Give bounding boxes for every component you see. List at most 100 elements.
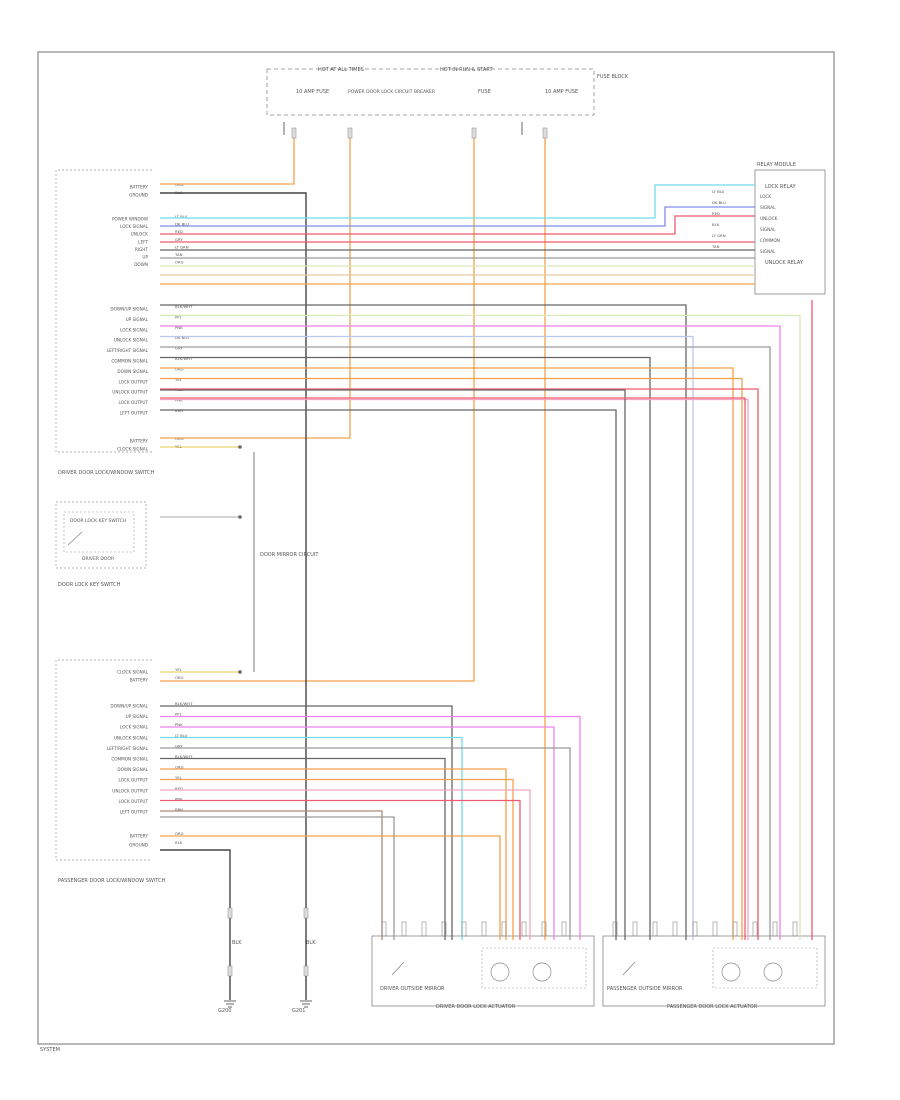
driver-pin-label: RIGHT: [135, 247, 149, 252]
fuse-panel-label-right: HOT IN RUN & START: [440, 67, 493, 73]
driver-pin-wire: LT BLU: [175, 214, 188, 219]
wire-pass-5: [160, 757, 446, 940]
passenger-pin-label: UP SIGNAL: [126, 714, 149, 719]
driver-pin-label: LOCK OUTPUT: [118, 379, 148, 384]
passenger-pin-wire: BRN: [175, 807, 183, 812]
wire-mid-9: [160, 398, 749, 940]
driver-actuator-pin: [441, 921, 447, 937]
fuse-panel-label-left: HOT AT ALL TIMES: [318, 67, 364, 73]
fuse-block-title: FUSE BLOCK: [597, 74, 629, 80]
passenger-pin-wire: ORG: [175, 765, 184, 770]
relay-pin-wire: TAN: [711, 244, 720, 249]
passenger-pin-label: UNLOCK OUTPUT: [112, 788, 148, 793]
wire-mid-8: [160, 388, 759, 940]
passenger-actuator-switch: [622, 961, 636, 976]
ground-wire: [160, 192, 307, 1000]
passenger-actuator-pin: [792, 921, 798, 937]
relay-pin-label: SIGNAL: [760, 249, 776, 254]
relay-pin-label: LOCK: [760, 194, 771, 199]
driver-pin-wire: BLK/WHT: [175, 356, 193, 361]
passenger-pin-wire: PNK: [175, 722, 183, 727]
junction-dot: [238, 515, 242, 519]
wires: [160, 122, 813, 1000]
fuse-label-b: POWER DOOR LOCK CIRCUIT BREAKER: [348, 89, 435, 95]
driver-pin-wire: RED: [175, 229, 183, 234]
driver-actuator-label: DRIVER DOOR LOCK ACTUATOR: [436, 1004, 516, 1010]
passenger-pin-label: LEFT OUTPUT: [120, 810, 149, 815]
driver-pin-label: BATTERY: [130, 439, 149, 444]
passenger-pin-label: BATTERY: [130, 834, 149, 839]
wire-mid-0: [160, 304, 687, 940]
ground-wire-passenger: [160, 849, 231, 1000]
driver-pin-label: UP: [142, 255, 148, 260]
driver-pin-label: COMMON SIGNAL: [111, 359, 148, 364]
relay-pin-label: SIGNAL: [760, 205, 776, 210]
driver-actuator-inner: [481, 947, 587, 989]
fuse-label-c: FUSE: [478, 89, 491, 95]
passenger-pin-wire: BLK/WHT: [175, 754, 193, 759]
wire-pass-6: [160, 768, 507, 940]
passenger-pin-wire: ORG: [175, 831, 184, 836]
left-actuator-box: DRIVER DOOR LOCK ACTUATOR DRIVER OUTSIDE…: [371, 935, 595, 1010]
driver-pin-label: UP SIGNAL: [126, 317, 149, 322]
wire-mid-10: [160, 409, 617, 940]
wire-mid-5: [160, 356, 651, 940]
relay-pin-wire: RED: [712, 211, 720, 216]
ground-left-connector: [227, 907, 233, 919]
passenger-pin-label: COMMON SIGNAL: [111, 757, 148, 762]
passenger-actuator-pin: [652, 921, 658, 937]
passenger-actuator-pin: [672, 921, 678, 937]
key-switch-sub-label: DRIVER DOOR: [82, 556, 114, 562]
relay-pin-wire: DK BLU: [712, 200, 726, 205]
passenger-actuator-motor: [721, 962, 741, 982]
ground-right-label: G201: [292, 1008, 305, 1014]
passenger-pin-label: BATTERY: [130, 678, 149, 683]
passenger-pin-label: CLOCK SIGNAL: [117, 670, 149, 675]
driver-pin-label: LEFT: [138, 239, 148, 244]
driver-pin-label: LOCK SIGNAL: [120, 224, 149, 229]
driver-pin-wire: DK BLU: [175, 222, 189, 227]
driver-actuator-motor: [532, 962, 552, 982]
wire-pass-4: [160, 747, 571, 940]
passenger-actuator-pin: [732, 921, 738, 937]
passenger-module-caption: PASSENGER DOOR LOCK/WINDOW SWITCH: [58, 878, 166, 884]
fuse-connector: [347, 127, 353, 139]
passenger-mirror-label: PASSENGER OUTSIDE MIRROR: [607, 986, 683, 992]
fuse-label-d: 10 AMP FUSE: [545, 89, 578, 95]
junction-dot: [238, 445, 242, 449]
driver-pin-wire: GRY: [175, 237, 183, 242]
driver-pin-label: DOWN SIGNAL: [117, 369, 148, 374]
passenger-pin-wire: LT BLU: [175, 733, 188, 738]
driver-actuator-switch: [391, 961, 405, 976]
passenger-pin-wire: YEL: [175, 775, 183, 780]
passenger-actuator-motor: [763, 962, 783, 982]
passenger-actuator-pin: [712, 921, 718, 937]
driver-actuator-pin: [521, 921, 527, 937]
driver-actuator-motor: [490, 962, 510, 982]
passenger-actuator-pin: [692, 921, 698, 937]
wire-mid-2: [160, 325, 781, 940]
unlock-relay-label: UNLOCK RELAY: [765, 260, 804, 266]
relay-pin-wire: LT GRN: [712, 233, 726, 238]
passenger-actuator-pin: [772, 921, 778, 937]
passenger-pin-label: LOCK OUTPUT: [118, 778, 148, 783]
passenger-pin-wire: BLK/WHT: [175, 701, 193, 706]
wire-red: [160, 215, 755, 235]
ground-left-label: G200: [218, 1008, 231, 1014]
driver-pin-label: LEFT/RIGHT SIGNAL: [107, 348, 149, 353]
component-details: [224, 127, 818, 1008]
relay-pin-label: SIGNAL: [760, 227, 776, 232]
wire-pass-battery: [160, 835, 501, 940]
relay-pin-label: COMMON: [760, 238, 780, 243]
driver-pin-label: DOWN/UP SIGNAL: [110, 307, 148, 312]
fuse-feed-battery: [160, 135, 295, 185]
wire-pass-1: [160, 715, 581, 940]
door-mirror-circuit-block: DOOR MIRROR CIRCUIT: [253, 452, 319, 672]
wire-mid-3: [160, 335, 694, 940]
passenger-pin-label: UNLOCK SIGNAL: [114, 735, 149, 740]
passenger-pin-label: GROUND: [129, 843, 148, 848]
ground-left-wire: BLK: [232, 940, 242, 946]
